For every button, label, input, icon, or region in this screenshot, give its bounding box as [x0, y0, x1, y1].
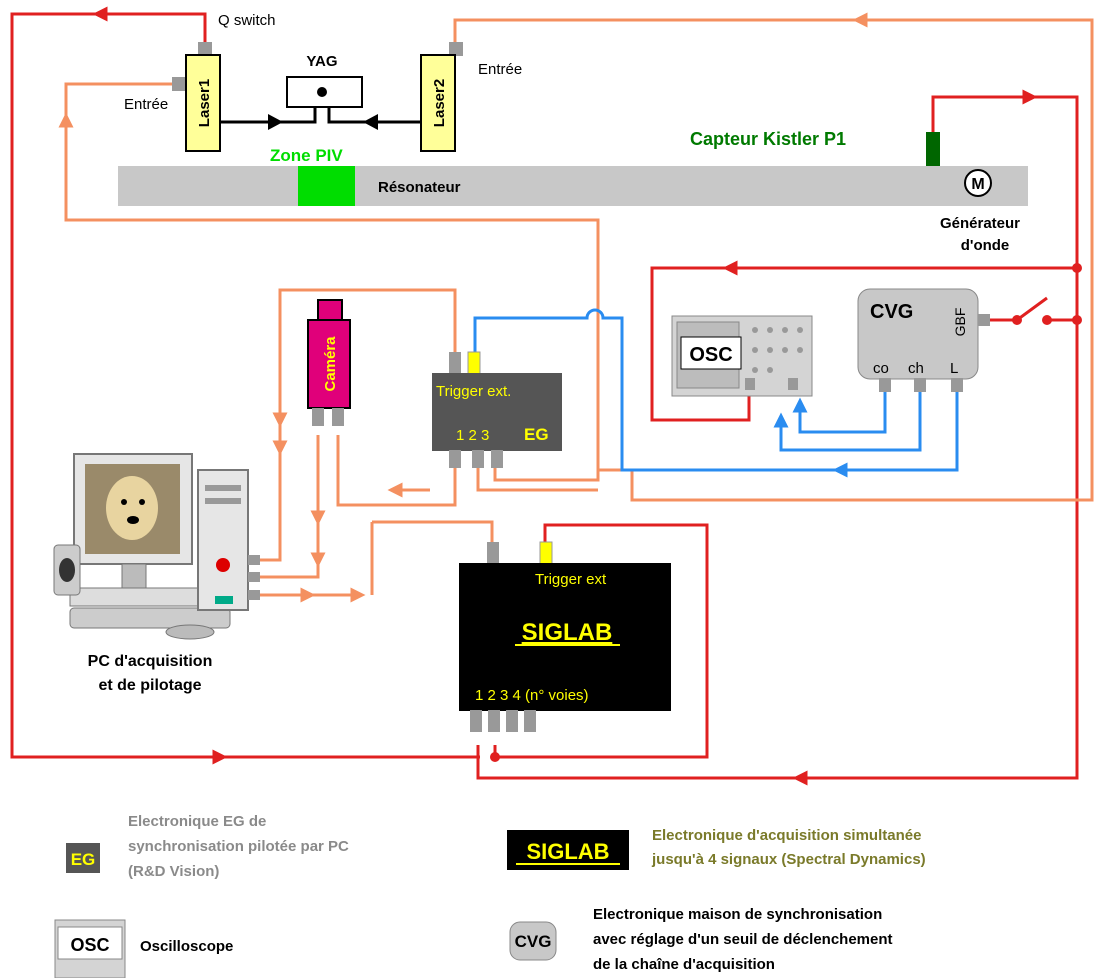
- q-switch-label: Q switch: [218, 12, 276, 29]
- generateur-label: Générateur: [940, 215, 1020, 232]
- dog-photo-icon: [106, 476, 158, 540]
- pc-computer: PC d'acquisition et de pilotage: [54, 454, 260, 694]
- siglab-name-label: SIGLAB: [522, 619, 613, 646]
- legend: EG Electronique EG de synchronisation pi…: [55, 813, 926, 978]
- osc-label: OSC: [689, 344, 732, 366]
- capteur-label: Capteur Kistler P1: [690, 129, 846, 149]
- resonator: Résonateur Zone PIV: [118, 146, 1028, 206]
- pc-label: PC d'acquisition: [88, 653, 213, 670]
- eg-name-label: EG: [524, 425, 549, 444]
- legend-siglab-line1: Electronique d'acquisition simultanée: [652, 827, 921, 844]
- siglab-channels-label: 1 2 3 4 (n° voies): [475, 687, 589, 704]
- zone-piv-marker: [298, 166, 355, 206]
- entree-right-label: Entrée: [478, 61, 522, 78]
- legend-osc: OSC Oscilloscope: [55, 920, 233, 978]
- capteur-kistler: Capteur Kistler P1: [690, 129, 940, 166]
- gbf-label: GBF: [952, 308, 968, 337]
- laser1-label: Laser1: [196, 79, 213, 127]
- svg-text:CVG: CVG: [515, 932, 552, 951]
- yag-crystal: YAG: [220, 53, 421, 130]
- laser2-label: Laser2: [431, 79, 448, 127]
- siglab-box: Trigger ext SIGLAB 1 2 3 4 (n° voies): [459, 542, 671, 732]
- zone-piv-label: Zone PIV: [270, 146, 343, 165]
- legend-osc-line1: Oscilloscope: [140, 938, 233, 955]
- resonateur-label: Résonateur: [378, 179, 461, 196]
- legend-eg: EG Electronique EG de synchronisation pi…: [66, 813, 349, 880]
- entree-left-label: Entrée: [124, 96, 168, 113]
- eg-trigger-label: Trigger ext.: [436, 383, 511, 400]
- yag-label: YAG: [306, 53, 337, 70]
- svg-text:M: M: [971, 176, 984, 193]
- camera: Caméra: [308, 300, 350, 426]
- legend-eg-line3: (R&D Vision): [128, 863, 219, 880]
- siglab-trigger-label: Trigger ext: [535, 571, 607, 588]
- eg-box: Trigger ext. 1 2 3 EG: [432, 352, 562, 468]
- cvg-ch-label: ch: [908, 360, 924, 377]
- oscilloscope: OSC: [672, 316, 812, 396]
- legend-cvg-line2: avec réglage d'un seuil de déclenchement: [593, 931, 893, 948]
- svg-text:OSC: OSC: [70, 935, 109, 955]
- legend-cvg-line1: Electronique maison de synchronisation: [593, 906, 882, 923]
- cvg-box: CVG GBF co ch L: [858, 289, 990, 392]
- cvg-co-label: co: [873, 360, 889, 377]
- eg-channels-label: 1 2 3: [456, 427, 489, 444]
- svg-text:SIGLAB: SIGLAB: [526, 839, 609, 864]
- pc-label-2: et de pilotage: [98, 677, 201, 694]
- legend-siglab-line2: jusqu'à 4 signaux (Spectral Dynamics): [651, 851, 926, 868]
- cvg-label: CVG: [870, 301, 913, 323]
- legend-cvg-line3: de la chaîne d'acquisition: [593, 956, 775, 973]
- laser1: Laser1 Q switch Entrée: [124, 12, 276, 151]
- legend-cvg: CVG Electronique maison de synchronisati…: [510, 906, 893, 973]
- legend-eg-line2: synchronisation pilotée par PC: [128, 838, 349, 855]
- camera-label: Caméra: [322, 336, 339, 392]
- generateur-label-2: d'onde: [961, 237, 1010, 254]
- cvg-l-label: L: [950, 360, 958, 377]
- mouse-icon: [166, 625, 214, 639]
- laser2: Laser2 Entrée: [421, 42, 522, 151]
- legend-eg-line1: Electronique EG de: [128, 813, 266, 830]
- svg-text:EG: EG: [71, 850, 96, 869]
- legend-siglab: SIGLAB Electronique d'acquisition simult…: [507, 827, 926, 870]
